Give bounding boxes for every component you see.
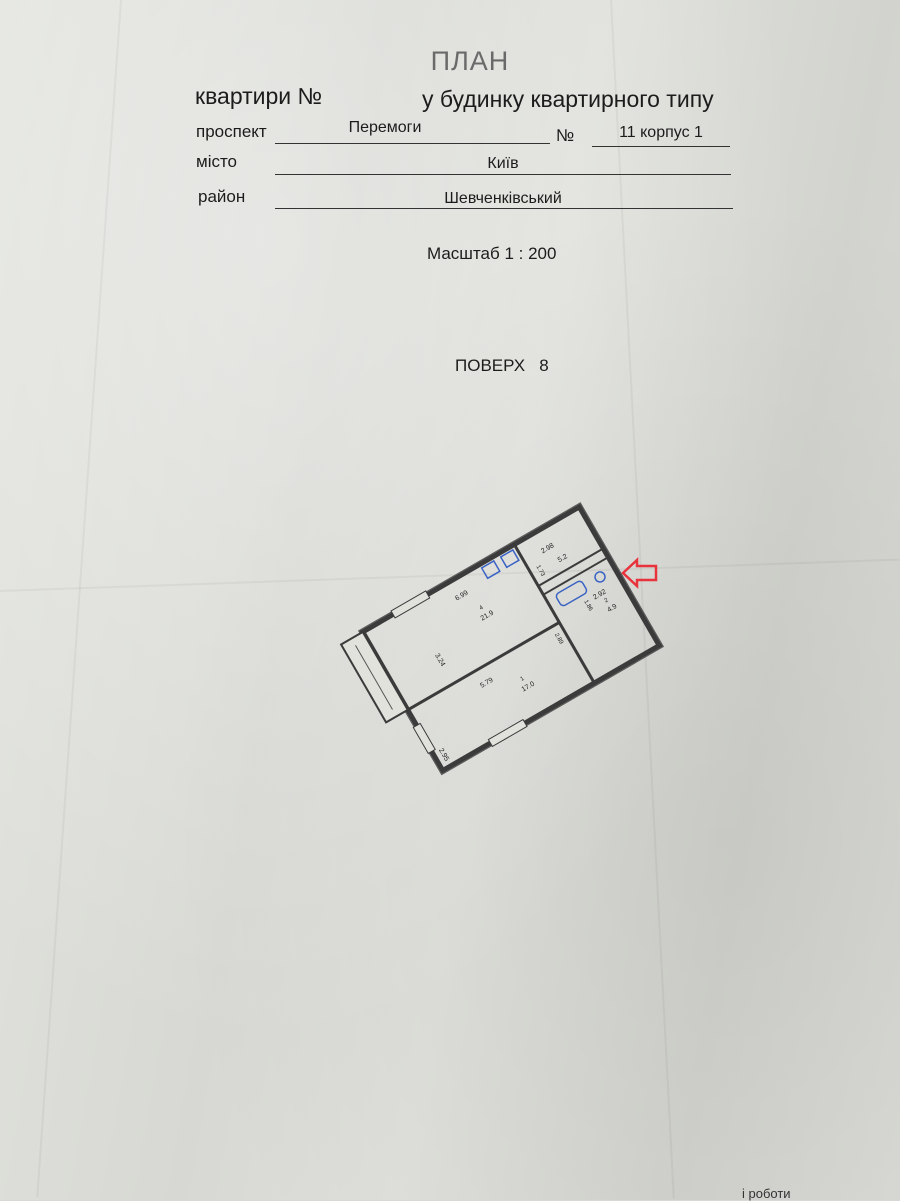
apartment-number-label: квартири № [195,83,323,109]
sink-icon [499,548,520,569]
room-number-label: 1 [520,676,526,683]
entrance-arrow-icon [621,557,658,589]
building-type-label: у будинку квартирного типу [422,86,714,112]
district-label: район [198,187,246,206]
room-width-label: 6.99 [454,590,469,603]
scale-text: Масштаб 1 : 200 [427,244,557,263]
toilet-icon [594,571,606,583]
district-underline [275,208,733,209]
floor-text: ПОВЕРХ 8 [455,356,549,375]
room-depth-label: 1.73 [534,564,545,578]
room-width-label: 2.98 [540,542,555,555]
room-width-label: 5.79 [479,677,494,690]
wall-bathroom [542,556,609,596]
footer-text-fragment: і роботи [742,1186,791,1201]
window [412,722,436,755]
house-number-label: № [556,126,575,145]
stove-icon [480,559,501,580]
wall-hall [513,543,596,684]
document-title: ПЛАН [430,46,510,76]
room-depth-label: 3.24 [433,652,446,667]
room-number-label: 2 [604,597,610,604]
window [487,718,528,748]
district-value: Шевченківський [444,190,562,207]
avenue-label: проспект [196,122,267,141]
bathtub-icon [555,580,588,607]
avenue-value: Перемоги [348,119,422,136]
house-number-underline [592,146,730,147]
window [390,590,431,619]
house-number-value: 11 корпус 1 [619,124,703,141]
balcony-rail [355,645,393,710]
wall-hall-top [537,547,604,587]
apartment-plan: 6.99 4 21.9 3.24 5.79 1 17.0 2.95 2.98 5… [339,502,665,776]
room-depth-label: 1.86 [582,599,593,613]
extra-dimension-label: 2.89 [553,632,564,646]
room-area-label: 4.9 [606,603,618,614]
avenue-underline [275,143,550,144]
room-number-label: 4 [479,605,485,612]
balcony [339,630,410,724]
city-value: Київ [487,155,519,172]
city-underline [275,174,731,175]
room-area-label: 5.2 [557,553,569,564]
city-label: місто [196,152,238,171]
wall-between-rooms [406,621,561,712]
